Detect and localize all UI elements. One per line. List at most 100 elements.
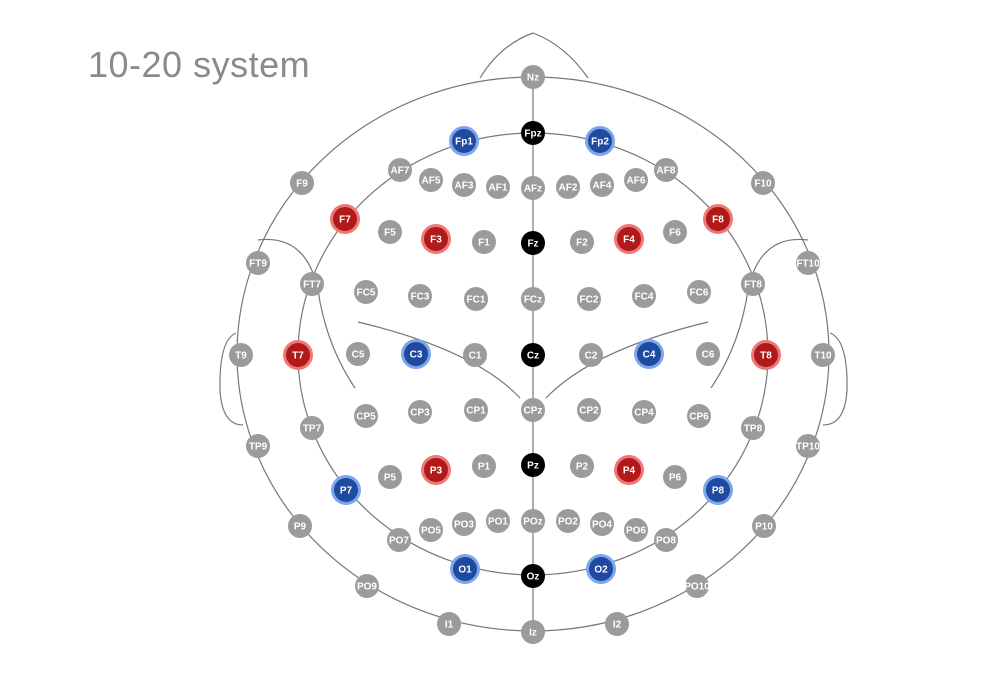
electrode-dot (355, 574, 379, 598)
electrode-tp9: TP9 (246, 434, 270, 458)
electrode-dot (589, 557, 613, 581)
electrode-dot (663, 465, 687, 489)
electrode-dot (378, 220, 402, 244)
electrode-t10: T10 (811, 343, 835, 367)
electrode-dot (579, 343, 603, 367)
electrode-dot (521, 65, 545, 89)
electrode-dot (654, 528, 678, 552)
electrode-label: TP8 (744, 424, 763, 435)
electrode-label: AF4 (593, 181, 612, 192)
right-ear-outline (822, 332, 848, 426)
electrode-dot (246, 251, 270, 275)
electrode-p7: P7 (331, 475, 361, 505)
electrode-c5: C5 (346, 342, 370, 366)
electrode-label: F1 (478, 238, 490, 249)
electrode-label: O1 (458, 565, 472, 576)
electrode-dot (452, 129, 476, 153)
electrode-nz: Nz (521, 65, 545, 89)
electrode-po3: PO3 (452, 512, 476, 536)
electrode-dot (706, 207, 730, 231)
electrode-dot (388, 158, 412, 182)
electrode-fp1: Fp1 (449, 126, 479, 156)
electrode-dot (632, 400, 656, 424)
electrode-label: F7 (339, 215, 351, 226)
electrode-tp10: TP10 (796, 434, 820, 458)
electrode-label: FC6 (690, 288, 709, 299)
electrode-c1: C1 (463, 343, 487, 367)
electrode-ft10: FT10 (796, 251, 820, 275)
electrode-dot (521, 287, 545, 311)
electrode-label: PO10 (684, 582, 710, 593)
electrode-c3: C3 (401, 339, 431, 369)
electrode-label: T9 (235, 351, 247, 362)
electrode-dot (354, 280, 378, 304)
electrode-po5: PO5 (419, 518, 443, 542)
electrode-dot (696, 342, 720, 366)
electrode-dot (796, 251, 820, 275)
right-central-line (545, 321, 709, 399)
electrode-f4: F4 (614, 224, 644, 254)
electrode-af5: AF5 (419, 168, 443, 192)
electrode-label: F4 (623, 235, 635, 246)
electrode-label: AF8 (657, 166, 676, 177)
electrode-label: P2 (576, 462, 589, 473)
electrode-dot (464, 398, 488, 422)
electrode-label: T8 (760, 351, 772, 362)
electrode-t9: T9 (229, 343, 253, 367)
electrode-ft8: FT8 (741, 272, 765, 296)
electrode-label: CP4 (634, 408, 654, 419)
electrode-label: F2 (576, 238, 588, 249)
electrode-label: C5 (352, 350, 365, 361)
electrode-label: POz (523, 517, 542, 528)
electrode-dot (685, 574, 709, 598)
electrode-label: P1 (478, 462, 491, 473)
electrode-f6: F6 (663, 220, 687, 244)
electrode-po1: PO1 (486, 509, 510, 533)
electrode-dot (570, 454, 594, 478)
electrode-f3: F3 (421, 224, 451, 254)
electrode-label: Fp2 (591, 137, 609, 148)
electrode-dot (556, 509, 580, 533)
electrode-fc6: FC6 (687, 280, 711, 304)
electrode-label: AF2 (559, 183, 578, 194)
electrode-f2: F2 (570, 230, 594, 254)
electrode-label: AF7 (391, 166, 410, 177)
electrode-label: FC4 (635, 292, 654, 303)
electrode-dot (590, 173, 614, 197)
electrode-dot (577, 287, 601, 311)
electrode-label: CP3 (410, 408, 430, 419)
electrode-dot (687, 404, 711, 428)
electrode-dot (751, 171, 775, 195)
electrode-dot (288, 514, 312, 538)
electrode-dot (663, 220, 687, 244)
electrode-dot (464, 287, 488, 311)
electrode-o1: O1 (450, 554, 480, 584)
electrode-f8: F8 (703, 204, 733, 234)
electrode-label: P8 (712, 486, 725, 497)
electrode-p1: P1 (472, 454, 496, 478)
nose-outline (479, 32, 589, 79)
electrode-cp5: CP5 (354, 404, 378, 428)
electrode-oz: Oz (521, 564, 545, 588)
electrode-fp2: Fp2 (585, 126, 615, 156)
electrode-dot (754, 343, 778, 367)
electrode-label: PO4 (592, 520, 612, 531)
electrode-dot (354, 404, 378, 428)
electrode-f5: F5 (378, 220, 402, 244)
electrode-poz: POz (521, 509, 545, 533)
electrode-label: FT8 (744, 280, 762, 291)
electrode-dot (472, 230, 496, 254)
electrode-t8: T8 (751, 340, 781, 370)
electrode-label: C3 (410, 350, 423, 361)
electrode-dot (424, 458, 448, 482)
electrode-dot (452, 512, 476, 536)
electrode-af1: AF1 (486, 175, 510, 199)
electrode-label: PO6 (626, 526, 646, 537)
electrode-label: T10 (814, 351, 832, 362)
electrode-dot (419, 168, 443, 192)
electrode-label: AFz (524, 184, 542, 195)
electrode-af8: AF8 (654, 158, 678, 182)
electrode-p4: P4 (614, 455, 644, 485)
electrode-cpz: CPz (521, 398, 545, 422)
